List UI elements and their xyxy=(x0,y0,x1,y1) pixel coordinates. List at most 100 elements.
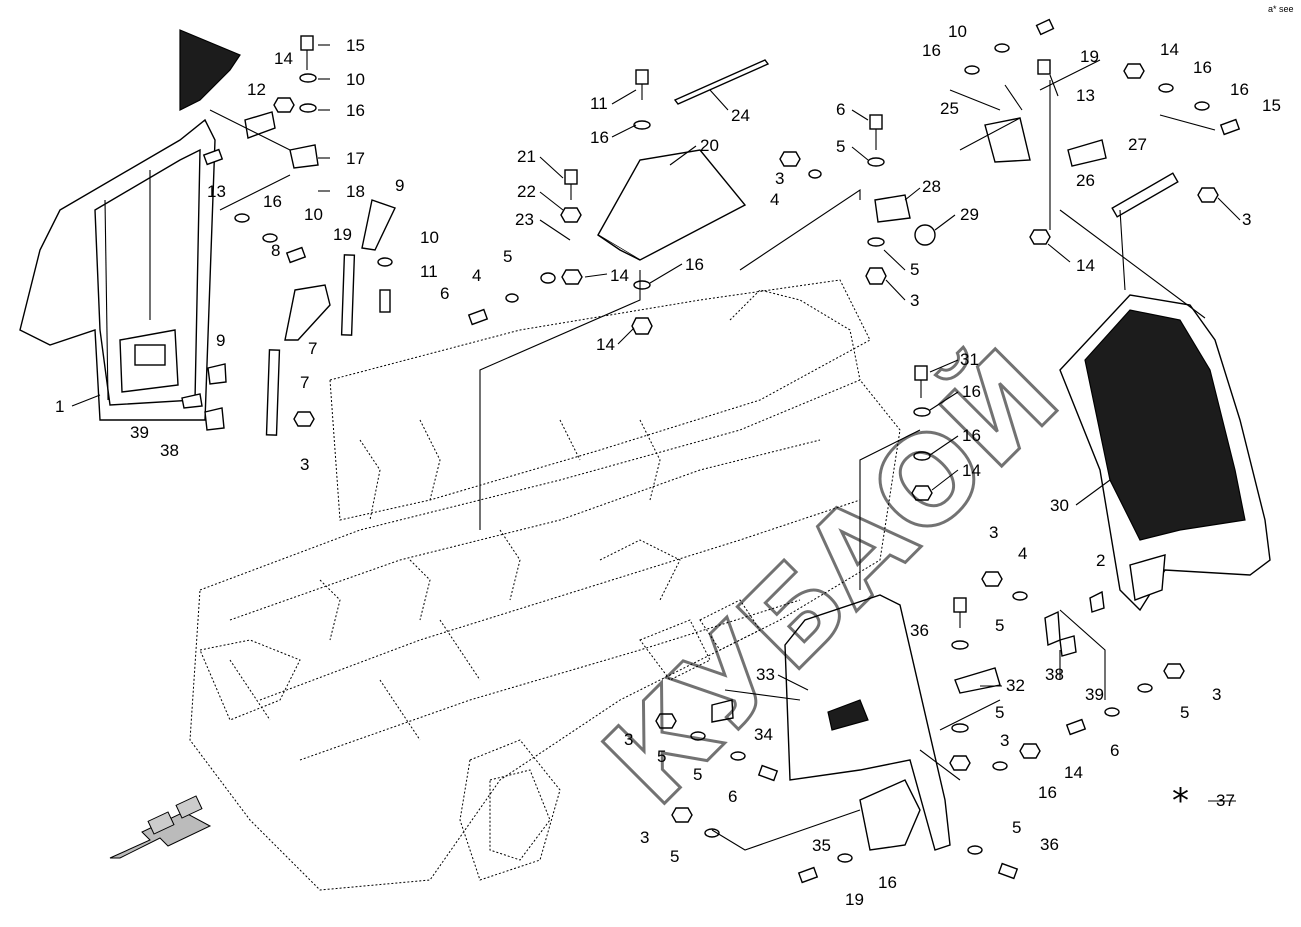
callout: 21 xyxy=(517,147,536,166)
callout: 2 xyxy=(1096,551,1105,570)
callout: 4 xyxy=(770,190,779,209)
callout: 3 xyxy=(989,523,998,542)
callout: 16 xyxy=(1230,80,1249,99)
fender-panel xyxy=(784,594,951,851)
callout: 34 xyxy=(754,725,773,744)
callout: 5 xyxy=(995,703,1004,722)
fasteners xyxy=(202,18,1241,884)
callout: 5 xyxy=(670,847,679,866)
callout: 14 xyxy=(1064,763,1083,782)
callout: 25 xyxy=(940,99,959,118)
callout: 10 xyxy=(420,228,439,247)
callout: 11 xyxy=(590,94,608,113)
callout: 30 xyxy=(1050,496,1069,515)
callout: 32 xyxy=(1006,676,1025,695)
callout: 39 xyxy=(130,423,149,442)
assembly-lines xyxy=(209,59,1216,851)
callout: 6 xyxy=(1110,741,1119,760)
callout: 16 xyxy=(922,41,941,60)
direction-arrow-icon xyxy=(109,795,212,859)
callout: 9 xyxy=(216,331,225,350)
rod xyxy=(673,59,770,105)
callout: 10 xyxy=(948,22,967,41)
callout: 3 xyxy=(1000,731,1009,750)
callout: 5 xyxy=(693,765,702,784)
callout: 31 xyxy=(960,350,979,369)
callout: 14 xyxy=(962,461,981,480)
callout: 3 xyxy=(910,291,919,310)
callout: 17 xyxy=(346,149,365,168)
callout: 15 xyxy=(1262,96,1281,115)
callout: 28 xyxy=(922,177,941,196)
callout: 4 xyxy=(472,266,481,285)
callout: 3 xyxy=(640,828,649,847)
callout: 16 xyxy=(263,192,282,211)
callout: 7 xyxy=(300,373,309,392)
label-leaders xyxy=(71,44,1241,802)
callout: 3 xyxy=(624,730,633,749)
door-panel-right xyxy=(1059,294,1271,612)
callout: 6 xyxy=(728,787,737,806)
callout: 19 xyxy=(333,225,352,244)
callout: 16 xyxy=(590,128,609,147)
callout: 1 xyxy=(55,397,64,416)
callout-labels: 1 39 38 9 3 7 7 8 13 12 14 15 10 16 17 1… xyxy=(55,22,1281,909)
callout: 23 xyxy=(515,210,534,229)
callout: 10 xyxy=(346,70,365,89)
door-panel-left xyxy=(19,29,241,421)
callout: 27 xyxy=(1128,135,1147,154)
callout: 29 xyxy=(960,205,979,224)
callout: 16 xyxy=(685,255,704,274)
callout: 11 xyxy=(420,262,438,281)
mounting-plate xyxy=(597,149,747,261)
callout: 10 xyxy=(304,205,323,224)
callout: 12 xyxy=(247,80,266,99)
callout: 3 xyxy=(775,169,784,188)
brackets xyxy=(181,111,1107,723)
callout: 5 xyxy=(503,247,512,266)
callout: 39 xyxy=(1085,685,1104,704)
callout: 38 xyxy=(1045,665,1064,684)
callout: 6 xyxy=(836,100,845,119)
callout: 36 xyxy=(1040,835,1059,854)
corner-code: a* see xyxy=(1268,4,1294,14)
callout: 15 xyxy=(346,36,365,55)
callout: 16 xyxy=(962,382,981,401)
callout: 26 xyxy=(1076,171,1095,190)
callout: 14 xyxy=(1076,256,1095,275)
callout: 24 xyxy=(731,106,750,125)
callout: 5 xyxy=(1180,703,1189,722)
callout: 3 xyxy=(1242,210,1251,229)
callout: 5 xyxy=(657,747,666,766)
callout: 9 xyxy=(395,176,404,195)
callout: 35 xyxy=(812,836,831,855)
callout: 16 xyxy=(878,873,897,892)
chassis-frame xyxy=(189,279,901,891)
callout: 18 xyxy=(346,182,365,201)
callout: 19 xyxy=(845,890,864,909)
callout: 36 xyxy=(910,621,929,640)
callout: 5 xyxy=(995,616,1004,635)
callout: 22 xyxy=(517,182,536,201)
callout: 19 xyxy=(1080,47,1099,66)
callout: 3 xyxy=(300,455,309,474)
callout: 5 xyxy=(910,260,919,279)
callout: 6 xyxy=(440,284,449,303)
callout: 16 xyxy=(1038,783,1057,802)
callout: 3 xyxy=(1212,685,1221,704)
callout: 38 xyxy=(160,441,179,460)
callout: 33 xyxy=(756,665,775,684)
callout: 8 xyxy=(271,241,280,260)
callout: 14 xyxy=(1160,40,1179,59)
callout: 13 xyxy=(1076,86,1095,105)
callout: 7 xyxy=(308,339,317,358)
callout: 20 xyxy=(700,136,719,155)
note-star-icon: * xyxy=(1172,781,1189,821)
callout: 16 xyxy=(1193,58,1212,77)
callout: 13 xyxy=(207,182,226,201)
callout: 14 xyxy=(274,49,293,68)
callout: 4 xyxy=(1018,544,1027,563)
callout: 16 xyxy=(962,426,981,445)
gas-struts xyxy=(265,172,1179,436)
